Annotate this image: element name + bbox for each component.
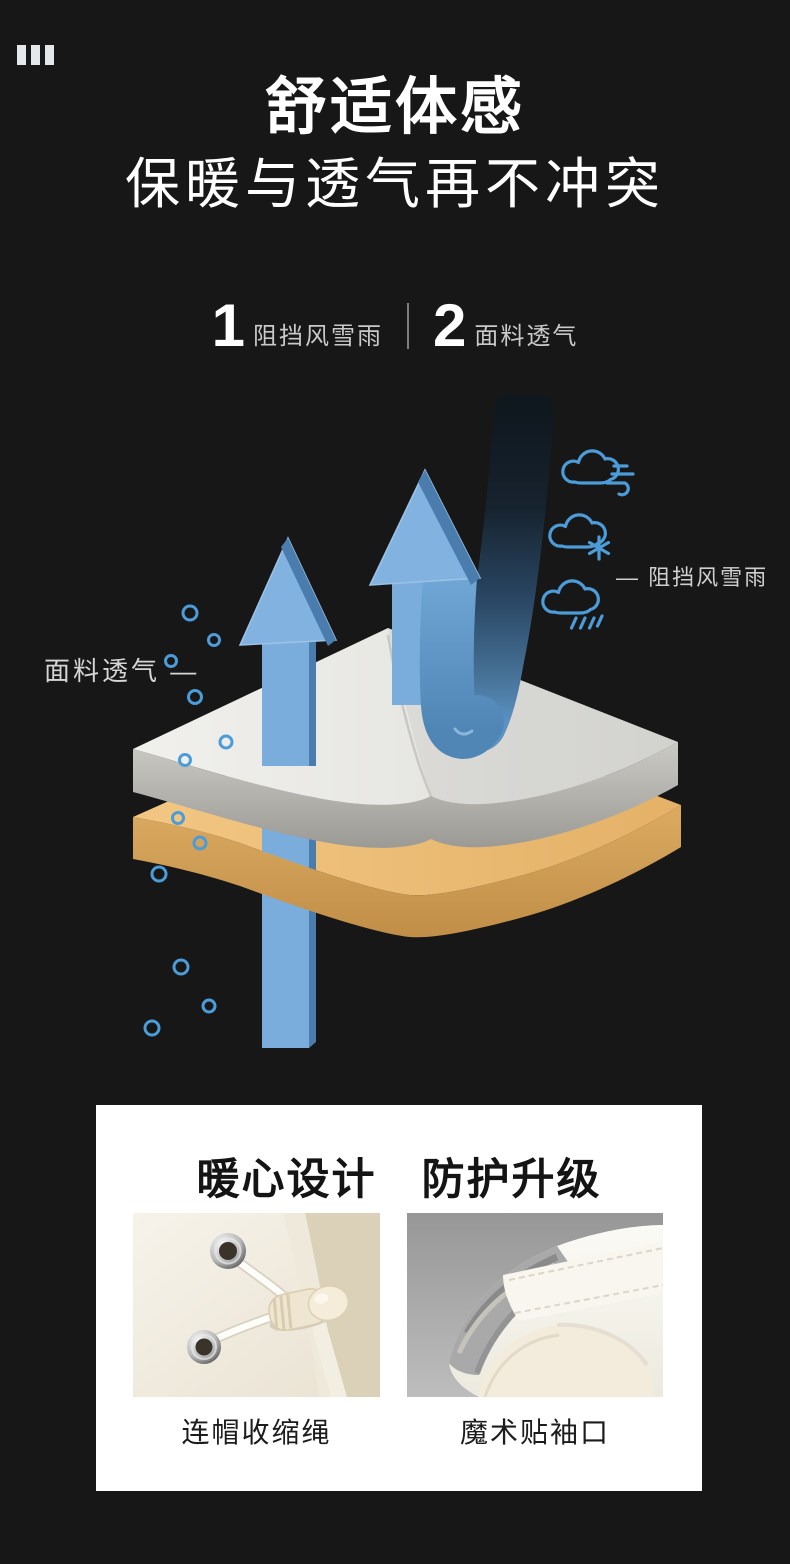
breathable-callout-label: 面料透气 — (44, 656, 200, 686)
snow-cloud-icon (548, 513, 611, 561)
grommet-bottom (187, 1330, 221, 1364)
deco-bar (45, 45, 54, 65)
rain-bounce-ribbon (419, 395, 554, 759)
feature-divider (407, 303, 409, 349)
feature-number: 1 (211, 292, 245, 359)
hood-drawstring-photo (133, 1213, 380, 1397)
velcro-cuff-photo (407, 1213, 663, 1397)
cuff-strap (503, 1241, 663, 1321)
three-bars-decoration-icon (17, 45, 54, 65)
air-bubbles-on-fabric (171, 734, 234, 851)
feature-label: 阻挡风雪雨 (253, 323, 383, 350)
bounce-arrow-head (368, 468, 482, 586)
windproof-callout-label: — 阻挡风雪雨 (616, 565, 769, 590)
deco-bar (17, 45, 26, 65)
photo-caption-cuff: 魔术贴袖口 (459, 1417, 610, 1448)
detail-card: 暖心设计 防护升级 (96, 1105, 702, 1491)
rain-cloud-icon (541, 579, 604, 630)
lining-layer-front (133, 805, 681, 938)
feature-windproof: 1 阻挡风雪雨 (212, 296, 383, 356)
page-title: 舒适体感 (264, 73, 525, 142)
deco-bar (31, 45, 40, 65)
wind-cloud-icon (561, 449, 635, 497)
feature-label: 面料透气 (474, 323, 579, 350)
shell-layer-front (133, 742, 678, 848)
feature-breathable: 2 面料透气 (433, 296, 578, 356)
fabric-layers-diagram (133, 395, 681, 1048)
cord-lock-toggle (268, 1285, 350, 1332)
feature-number: 2 (433, 292, 467, 359)
air-bubbles-background (143, 604, 221, 1037)
page-subtitle: 保暖与透气再不冲突 (124, 153, 665, 215)
detail-card-title: 暖心设计 防护升级 (196, 1156, 602, 1204)
fleece-lining (479, 1324, 655, 1397)
breathe-arrow (238, 536, 338, 766)
feature-list: 1 阻挡风雪雨 2 面料透气 (0, 296, 790, 356)
shell-layer-crease (386, 634, 433, 797)
grommet-top (210, 1233, 246, 1269)
photo-caption-drawstring: 连帽收缩绳 (181, 1417, 332, 1448)
